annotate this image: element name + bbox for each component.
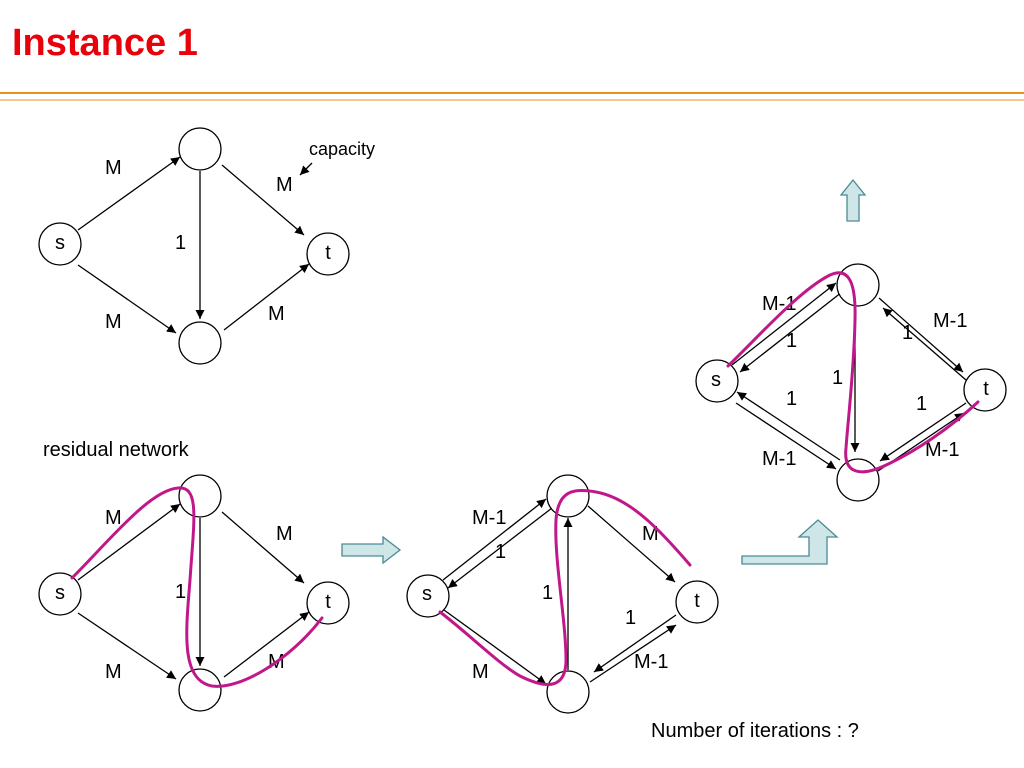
node-t-label: t	[325, 242, 331, 264]
edge-bottom-t	[223, 611, 310, 678]
label-bottom-t: M	[268, 303, 285, 325]
node-s-label: s	[55, 582, 65, 604]
augmenting-path	[438, 488, 692, 686]
edge-top-t	[587, 505, 676, 583]
edge-top-t	[878, 297, 964, 373]
node-top	[836, 263, 880, 307]
diagram-residual-2: s t M-1 1 M 1 1 M-1 M	[406, 474, 719, 714]
edge-bottom-t	[589, 624, 677, 683]
diagram-residual-1: s t M M 1 M M	[38, 474, 350, 712]
label-s-bottom: M	[105, 311, 122, 333]
node-t: t	[306, 581, 350, 625]
label-s-bottom: M	[105, 661, 122, 683]
label-top-t: M	[276, 523, 293, 545]
diagram-original: s t M M 1 M M capacity	[38, 127, 375, 365]
augmenting-path	[70, 486, 324, 688]
label-s-top: M-1	[472, 507, 506, 529]
node-bottom	[836, 458, 880, 502]
edge-top-s	[739, 291, 843, 373]
label-t-bottom: 1	[916, 393, 927, 415]
node-s-label: s	[422, 583, 432, 605]
iterations-question: Number of iterations : ?	[651, 720, 859, 742]
edge-s-top	[731, 282, 837, 366]
edge-t-bottom	[879, 402, 967, 462]
edge-bottom-s	[736, 391, 841, 461]
slide-title: Instance 1	[12, 22, 198, 64]
edge-s-top	[77, 156, 181, 231]
edge-top-t	[221, 164, 305, 236]
label-t-bottom: 1	[625, 607, 636, 629]
label-bottom-s: 1	[786, 388, 797, 410]
node-s: s	[38, 222, 82, 266]
edge-s-bottom	[77, 612, 177, 680]
edge-s-bottom	[735, 402, 837, 470]
node-s: s	[406, 574, 450, 618]
up-right-block-arrow	[741, 519, 839, 565]
label-s-top: M	[105, 157, 122, 179]
node-bottom	[546, 670, 590, 714]
up-block-arrow	[839, 178, 867, 222]
edge-top-t	[221, 511, 305, 584]
diagram-residual-3: s t M-1 1 1 M-1 1 1 M-1 1 M-1	[695, 263, 1007, 502]
label-bottom-t: M-1	[925, 439, 959, 461]
label-top-s: 1	[495, 541, 506, 563]
edge-top-s	[447, 507, 553, 589]
edge-t-top	[882, 307, 967, 381]
node-t-label: t	[983, 378, 989, 400]
edge-s-top	[442, 498, 547, 581]
node-s: s	[695, 359, 739, 403]
node-s: s	[38, 572, 82, 616]
node-top	[546, 474, 590, 518]
edge-t-bottom	[593, 614, 677, 673]
edge-bottom-t	[223, 263, 310, 331]
node-t: t	[675, 580, 719, 624]
node-bottom	[178, 668, 222, 712]
node-top	[178, 127, 222, 171]
label-s-top: M	[105, 507, 122, 529]
label-middle: 1	[175, 232, 186, 254]
node-s-label: s	[711, 369, 721, 391]
node-bottom	[178, 321, 222, 365]
label-s-bottom: M-1	[762, 448, 796, 470]
node-t: t	[306, 232, 350, 276]
node-t: t	[963, 368, 1007, 412]
edge-s-bottom	[443, 609, 547, 685]
augmenting-path	[726, 271, 980, 474]
title-rule	[0, 92, 1024, 101]
node-s-label: s	[55, 232, 65, 254]
edge-s-bottom	[77, 264, 177, 334]
label-middle: 1	[175, 581, 186, 603]
label-s-top: M-1	[762, 293, 796, 315]
label-top-s: 1	[786, 330, 797, 352]
label-bottom-t: M-1	[634, 651, 668, 673]
capacity-pointer	[299, 162, 313, 176]
label-middle: 1	[542, 582, 553, 604]
node-t-label: t	[694, 590, 700, 612]
node-t-label: t	[325, 591, 331, 613]
node-top	[178, 474, 222, 518]
label-middle: 1	[832, 367, 843, 389]
label-top-t: M	[276, 174, 293, 196]
edge-s-top	[77, 503, 181, 581]
label-s-bottom: M	[472, 661, 489, 683]
residual-network-label: residual network	[43, 439, 190, 461]
capacity-annotation: capacity	[309, 139, 375, 159]
right-block-arrow	[341, 535, 402, 565]
label-t-top: M-1	[933, 310, 967, 332]
label-top-t: 1	[902, 322, 913, 344]
